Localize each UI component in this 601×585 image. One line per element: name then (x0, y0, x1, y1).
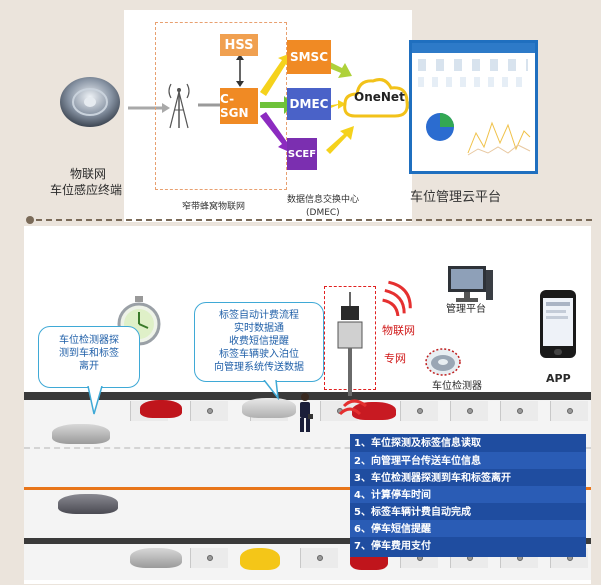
bubble-detector-left: 车位检测器探 测到车和标签 离开 (38, 326, 140, 388)
parking-slot (190, 401, 228, 421)
terminal-label-line2: 车位感应终端 (50, 181, 122, 198)
bubble-billing-flow: 标签自动计费流程 实时数据通 收费短信提醒 标签车辆驶入泊位 向管理系统传送数据 (194, 302, 324, 382)
private-network-label: 专网 (384, 350, 406, 366)
parking-slot (190, 548, 228, 568)
bubble-line: 标签车辆驶入泊位 (195, 348, 323, 361)
csgn-node: C-SGN (220, 88, 258, 124)
car-icon (240, 548, 280, 570)
nb-iot-label: 窄带蜂窝物联网 (182, 199, 245, 212)
bubble-line: 离开 (39, 360, 139, 373)
section-divider (26, 216, 34, 224)
smsc-node: SMSC (287, 40, 331, 74)
onenet-label: OneNet (354, 90, 405, 104)
step-item: 1、车位探测及标签信息读取 (350, 434, 586, 454)
gateway-pole-icon (336, 292, 364, 396)
parking-slot (450, 401, 488, 421)
scef-node: SCEF (287, 138, 317, 170)
car-icon (52, 424, 110, 444)
iot-network-label: 物联网 (382, 322, 415, 338)
app-label: APP (546, 372, 571, 385)
detector-label: 车位检测器 (432, 377, 482, 392)
bubble-line: 测到车和标签 (39, 347, 139, 360)
signal-waves-icon (380, 276, 420, 316)
bubble-line: 收费短信提醒 (195, 335, 323, 348)
signal-waves-icon (336, 392, 370, 418)
bubble-line: 向管理系统传送数据 (195, 361, 323, 374)
bubble-tail (262, 380, 286, 400)
person-icon (296, 392, 314, 434)
car-icon (140, 400, 182, 418)
pie-chart-icon (424, 107, 456, 147)
management-platform-label: 管理平台 (446, 300, 486, 315)
step-item: 7、停车费用支付 (350, 537, 586, 557)
line-chart-icon (466, 103, 532, 159)
section-divider-line (36, 219, 592, 221)
parking-slot (400, 401, 438, 421)
bubble-line: 车位检测器探 (39, 334, 139, 347)
cloud-platform-screen (409, 40, 538, 174)
car-icon (58, 494, 118, 514)
car-icon (130, 548, 182, 568)
parking-sensor-icon (55, 72, 125, 128)
dmec-center-label: 数据信息交换中心 (287, 192, 359, 205)
car-icon (242, 398, 296, 418)
bubble-line: 标签自动计费流程 (195, 309, 323, 322)
cloud-platform-label: 车位管理云平台 (410, 186, 501, 205)
parking-slot (500, 401, 538, 421)
parking-detector-icon (424, 346, 462, 376)
dmec-node: DMEC (287, 88, 331, 120)
parking-slot (300, 548, 338, 568)
bubble-tail (86, 386, 106, 416)
smartphone-icon (540, 290, 576, 358)
terminal-label-line1: 物联网 (70, 165, 106, 182)
dmec-center-abbr: (DMEC) (306, 208, 340, 218)
bubble-line: 实时数据通 (195, 322, 323, 335)
parking-slot (550, 401, 588, 421)
hss-node: HSS (220, 34, 258, 56)
